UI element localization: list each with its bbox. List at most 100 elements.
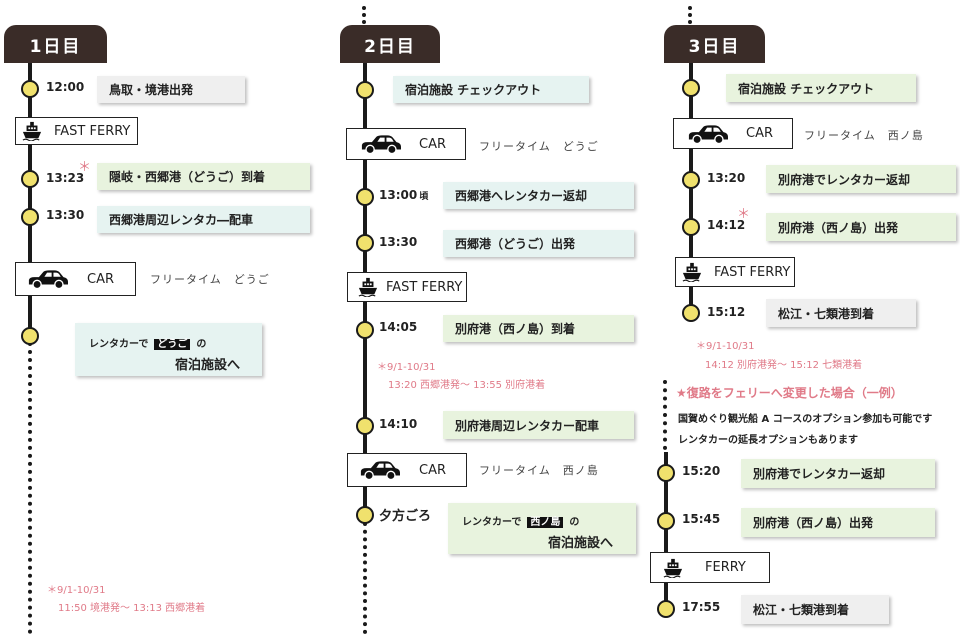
note-asterisk: ＊ <box>737 207 751 222</box>
time: 15:12 <box>707 305 746 319</box>
event-label: 西郷港へレンタカー返却 <box>455 189 588 203</box>
timeline-dot <box>657 600 675 618</box>
transport-label: FERRY <box>705 560 746 575</box>
timeline-dot <box>682 218 700 236</box>
time: 15:45 <box>682 512 721 526</box>
event-label: 別府港（西ノ島）到着 <box>455 322 576 336</box>
stay-place: 西ノ島 <box>527 517 564 528</box>
transport-label: FAST FERRY <box>54 123 131 139</box>
timeline-dot <box>21 80 39 98</box>
timeline-dot <box>356 506 374 524</box>
stay-pre-label: レンタカーで <box>89 339 149 350</box>
timeline-day1-dotted <box>28 342 32 634</box>
timeline-day3-dotted-top <box>688 6 692 24</box>
event-box: 西郷港へレンタカー返却 <box>443 182 634 209</box>
event-box: 松江・七類港到着 <box>766 299 916 327</box>
transport-fast-ferry: FAST FERRY <box>15 117 138 145</box>
stay-post-label: の <box>196 339 207 350</box>
transport-car: CAR <box>346 128 466 160</box>
event-label: 宿泊施設 チェックアウト <box>738 81 875 96</box>
time: 14:12 <box>707 218 746 232</box>
stay-box: レンタカーでどうごの 宿泊施設へ <box>75 323 262 376</box>
alt-title: ★復路をフェリーへ変更した場合（一例） <box>676 386 903 400</box>
note-line: 14:12 別府港発～ 15:12 七類港着 <box>705 360 863 371</box>
timeline-dot <box>356 321 374 339</box>
transport-car: CAR <box>15 262 136 296</box>
ferry-icon <box>682 262 702 282</box>
time: 13:30 <box>379 235 418 249</box>
transport-car: CAR <box>673 118 793 149</box>
timeline-dot <box>21 327 39 345</box>
transport-label: CAR <box>419 136 447 152</box>
time-suffix: 頃 <box>419 192 429 202</box>
day1-header: 1日目 <box>4 25 107 63</box>
time: 15:20 <box>682 464 721 478</box>
ferry-icon <box>22 121 42 141</box>
car-icon <box>686 124 730 144</box>
stay-pre-label: レンタカーで <box>462 517 522 528</box>
day3-label: 3日目 <box>688 36 741 57</box>
timeline-day1 <box>28 60 32 338</box>
time: 13:30 <box>46 208 85 222</box>
event-label: 隠岐・西郷港（どうご）到着 <box>109 170 266 184</box>
event-label: 別府港周辺レンタカー配車 <box>455 418 600 433</box>
alt-line: 国賀めぐり観光船 A コースのオプション参加も可能です <box>678 414 933 425</box>
time: 13:23 <box>46 171 85 185</box>
event-box: 別府港でレンタカー返却 <box>766 165 956 193</box>
event-box: 宿泊施設 チェックアウト <box>726 74 916 102</box>
timeline-dot <box>682 171 700 189</box>
event-label: 別府港（西ノ島）出発 <box>753 516 874 530</box>
event-label: 松江・七類港到着 <box>778 306 875 321</box>
stay-post-label: の <box>569 517 580 528</box>
timeline-dot <box>21 170 39 188</box>
transport-label: CAR <box>419 462 447 478</box>
transport-ferry: FERRY <box>650 552 770 583</box>
event-label: 宿泊施設 チェックアウト <box>405 83 542 97</box>
transport-label: FAST FERRY <box>386 279 463 295</box>
event-box: 西郷港（どうご）出発 <box>443 230 634 257</box>
timeline-dot <box>356 188 374 206</box>
event-box: 鳥取・境港出発 <box>97 76 245 103</box>
free-time-label: フリータイム 西ノ島 <box>804 129 924 142</box>
time-value: 13:00 <box>379 188 418 202</box>
timeline-dot <box>356 234 374 252</box>
free-time-label: フリータイム どうご <box>150 273 270 286</box>
time: 12:00 <box>46 80 85 94</box>
car-icon <box>358 460 402 480</box>
car-icon <box>26 269 70 289</box>
ferry-icon <box>358 277 378 297</box>
timeline-day3-alt <box>664 452 668 614</box>
event-box: 松江・七類港到着 <box>741 595 889 624</box>
timeline-dot <box>682 304 700 322</box>
event-label: 別府港でレンタカー返却 <box>778 172 911 187</box>
car-icon <box>359 134 403 154</box>
timeline-dot <box>657 512 675 530</box>
ferry-icon <box>663 558 683 578</box>
note-line: ＊9/1-10/31 <box>696 341 755 352</box>
transport-car: CAR <box>347 453 467 487</box>
transport-fast-ferry: FAST FERRY <box>675 257 795 287</box>
stay-main-label: 宿泊施設へ <box>548 536 614 551</box>
event-box: 別府港（西ノ島）出発 <box>766 213 956 241</box>
time: 13:20 <box>707 171 746 185</box>
transport-label: CAR <box>746 126 774 141</box>
free-time-label: フリータイム どうご <box>479 140 599 153</box>
event-box: 別府港（西ノ島）到着 <box>443 315 634 342</box>
note-line: 13:20 西郷港発～ 13:55 別府港着 <box>388 380 546 391</box>
transport-label: CAR <box>87 271 115 287</box>
day1-label: 1日目 <box>29 36 82 57</box>
timeline-dot <box>356 417 374 435</box>
note-line: 11:50 境港発～ 13:13 西郷港着 <box>58 603 206 614</box>
timeline-dot <box>356 81 374 99</box>
timeline-day3-alt-dotted <box>663 380 667 450</box>
time: 夕方ごろ <box>379 509 432 524</box>
timeline-day3 <box>689 60 693 318</box>
timeline-day2-dotted-top <box>362 6 366 24</box>
note-line: ＊9/1-10/31 <box>377 362 436 373</box>
transport-label: FAST FERRY <box>714 264 791 280</box>
stay-box: レンタカーで西ノ島の 宿泊施設へ <box>448 503 636 554</box>
timeline-dot <box>21 208 39 226</box>
stay-main-label: 宿泊施設へ <box>175 358 241 373</box>
day2-label: 2日目 <box>364 36 416 57</box>
